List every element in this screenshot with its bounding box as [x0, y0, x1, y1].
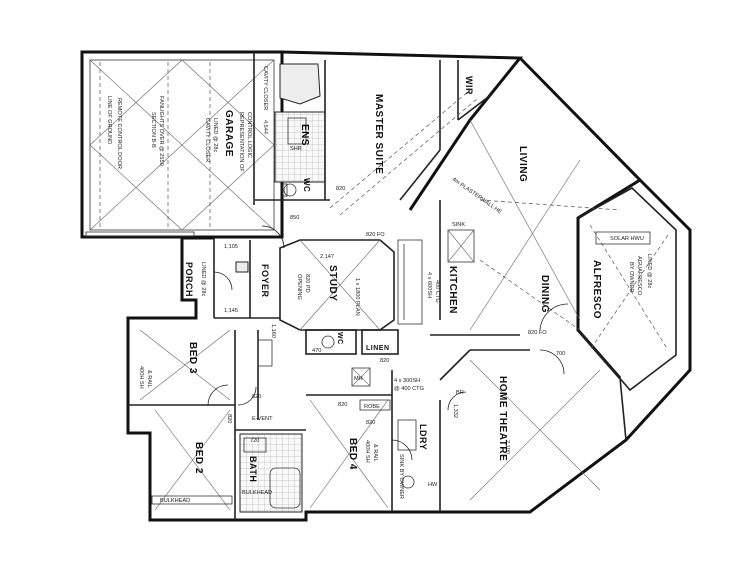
- note-theatre-ctg: 4 x 300SH: [394, 378, 420, 384]
- note-garage-remote: REMOTE CONTROL DOOR: [116, 98, 122, 169]
- dim-850: 850: [290, 215, 299, 221]
- dim-720: 720: [250, 438, 259, 444]
- room-label-living: LIVING: [517, 146, 528, 182]
- room-label-dining: DINING: [539, 275, 550, 313]
- living-kitchen-block: [397, 119, 621, 336]
- note-garage-sect: SECTION B-B: [150, 112, 156, 148]
- dim-820a: 820: [336, 186, 345, 192]
- note-ldry-hw: HW: [428, 482, 438, 488]
- dim-820fo: 820 FO: [366, 232, 385, 238]
- note-bed4-rail: & RAIL: [372, 444, 378, 462]
- dim-1145: 1,145: [224, 308, 238, 314]
- room-label-garage: GARAGE: [223, 110, 234, 157]
- note-bed4-win: 400H SH: [364, 440, 370, 463]
- room-label-wir: WIR: [464, 76, 474, 95]
- note-wc2: 470: [312, 348, 321, 354]
- dim-2100: 2,100: [504, 440, 510, 454]
- note-bath-bulk: BULKHEAD: [242, 490, 272, 496]
- note-evemt: E-VENT: [252, 416, 273, 422]
- note-garage-lined: LINED @ 28c: [212, 118, 218, 152]
- note-porch-lined: LINED @ 28c: [200, 262, 206, 296]
- room-label-bed2: BED 2: [193, 442, 204, 474]
- note-theatre-ctg2: @ 400 CTG: [394, 386, 424, 392]
- dim-700: 700: [556, 351, 565, 357]
- study-foyer-block: [213, 225, 395, 331]
- note-alfresco-lined: LINED @ 28c: [646, 254, 652, 288]
- note-garage-cavity: CAVITY CLOSER: [204, 118, 210, 162]
- note-study-3: 1 x 1800 PLAN: [354, 278, 360, 316]
- room-label-wc2: WC: [336, 332, 343, 345]
- room-label-wc: WC: [302, 178, 311, 192]
- room-label-kitchen: KITCHEN: [447, 266, 458, 314]
- dim-820f: 820: [380, 358, 389, 364]
- note-kitchen-ctg: 400 CTG: [434, 280, 440, 303]
- note-living-ceil: 4m PLASTERWALL HE: [451, 177, 503, 216]
- room-label-porch: PORCH: [184, 262, 194, 297]
- room-label-alfresco: ALFRESCO: [591, 260, 602, 319]
- note-alfresco-solar: SOLAR HWU: [610, 236, 644, 242]
- dim-820c: 820: [226, 414, 232, 423]
- bedroom-wing: [128, 329, 306, 520]
- ensuite-block: [255, 60, 493, 216]
- note-ldry-owner: SINK BY OWNER: [398, 454, 404, 499]
- note-robe: ROBE: [364, 404, 380, 410]
- note-study-2: OPENING: [296, 274, 302, 300]
- note-mh: MH: [354, 376, 363, 382]
- room-label-ldry: LDRY: [418, 424, 428, 450]
- note-bed3-rail: & RAIL: [146, 370, 152, 388]
- note-alfresco-by: BY OWNER: [628, 262, 634, 292]
- room-label-home-theatre: HOME THEATRE: [497, 376, 508, 461]
- dim-1332: 1,332: [452, 404, 458, 418]
- room-label-bed3: BED 3: [187, 342, 198, 374]
- room-label-linen: LINEN: [366, 345, 390, 352]
- note-garage-repres: REPRESENTATION OF: [238, 112, 244, 172]
- note-garage-cont: CONTROL LOGIC: [246, 112, 252, 158]
- note-garage-cavity2: CAVITY CLOSER: [262, 66, 268, 110]
- room-labels: GARAGE MASTER SUITE ENS WC WIR LIVING KI…: [184, 76, 602, 482]
- note-kitchen-cvd: 4 x 600SH: [426, 272, 432, 298]
- room-label-foyer: FOYER: [260, 264, 270, 298]
- dim-820e: 820: [366, 420, 375, 426]
- alfresco-block: [577, 187, 677, 392]
- note-sink: SINK: [452, 222, 465, 228]
- dim-820g: 820 FO: [528, 330, 547, 336]
- room-label-bath: BATH: [248, 456, 258, 482]
- dim-820b: 820: [252, 394, 261, 400]
- note-bed2-bulk: BULKHEAD: [160, 498, 190, 504]
- dim-820d: 820: [338, 402, 347, 408]
- note-alfresco-ag: AGUAFRESCO: [636, 256, 642, 296]
- note-ens-shr: SHR: [290, 146, 302, 152]
- room-label-bed4: BED 4: [347, 438, 358, 470]
- note-garage-dim: 4,544: [262, 120, 268, 134]
- note-theatre-br: BR: [456, 390, 464, 396]
- room-label-ens: ENS: [299, 124, 310, 146]
- service-wing: [305, 329, 601, 512]
- room-label-study: STUDY: [327, 265, 338, 301]
- note-study-1: 820 PD: [304, 274, 310, 293]
- note-bed3-win: 400H SH: [138, 366, 144, 389]
- dim-2147: 2,147: [320, 254, 334, 260]
- room-label-master-suite: MASTER SUITE: [373, 94, 384, 174]
- dim-1160: 1,160: [270, 324, 276, 338]
- note-garage-line: LINE OF GROUND: [106, 96, 112, 144]
- dim-1105: 1,105: [224, 244, 238, 250]
- note-garage-fan: FANLIGHTS OVER @ 2550: [158, 96, 164, 166]
